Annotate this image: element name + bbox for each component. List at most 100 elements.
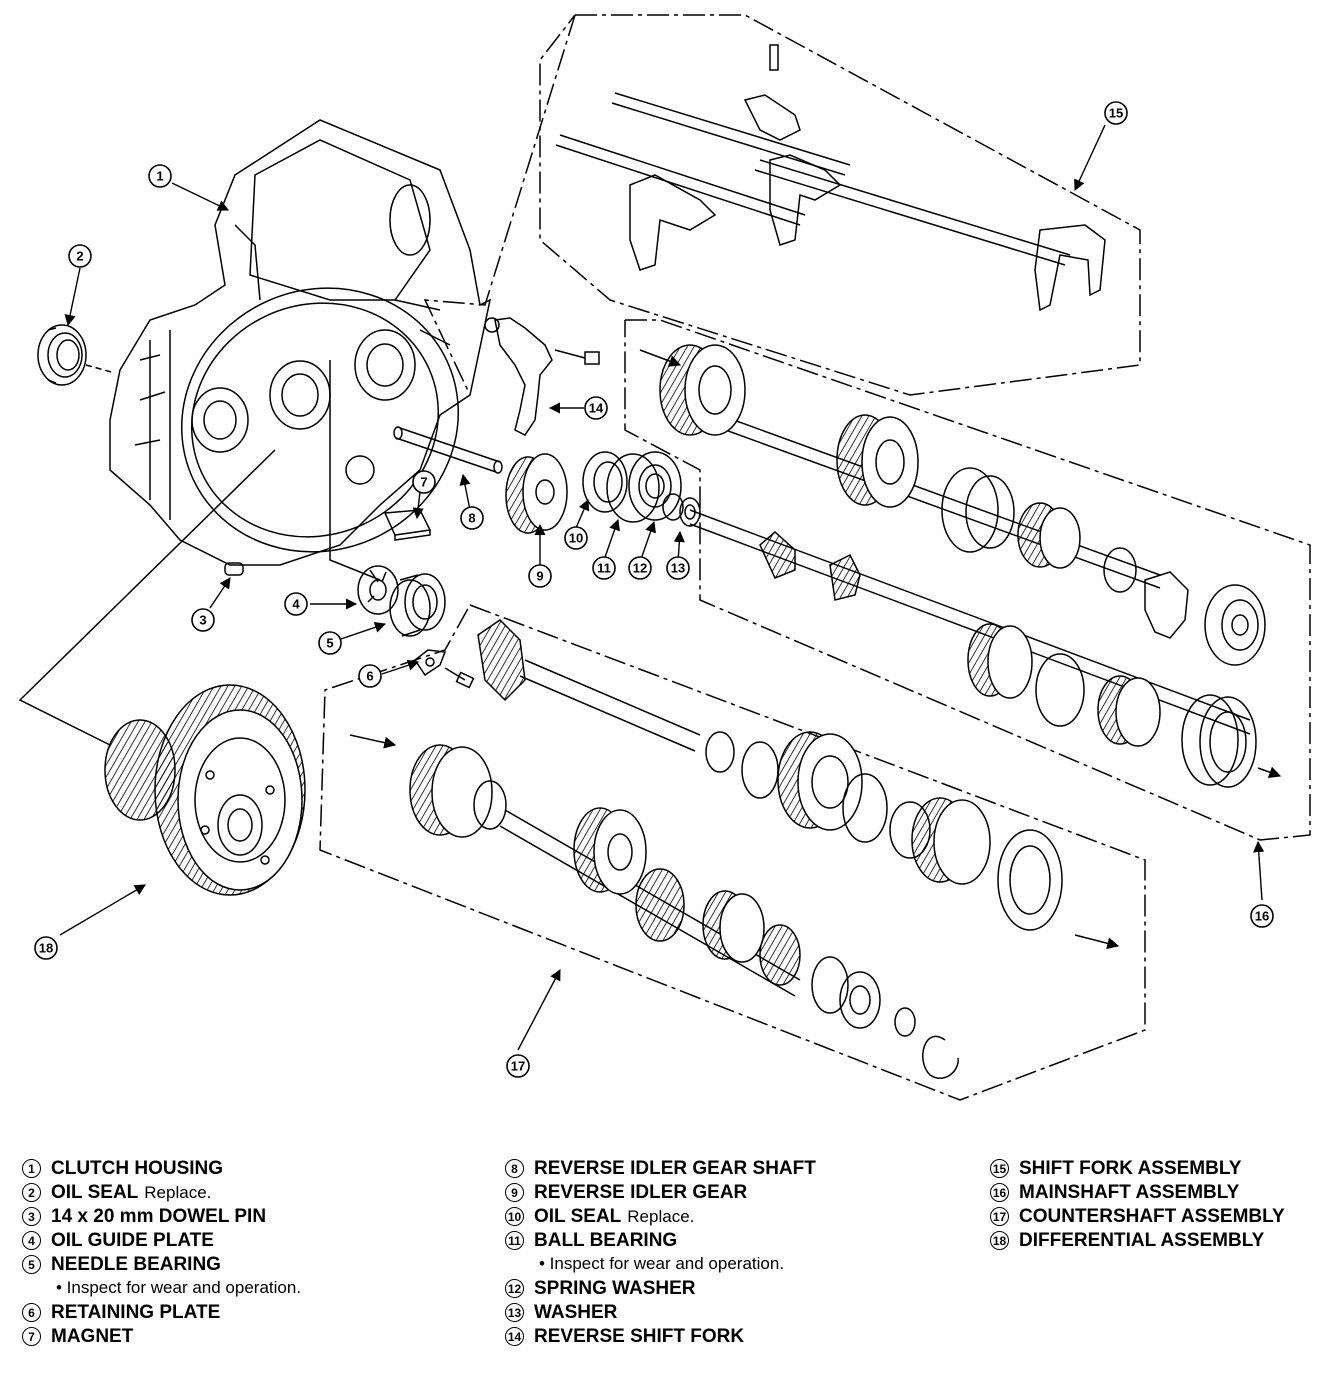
- legend-label: RETAINING PLATE: [51, 1302, 221, 1323]
- callout-number: 8: [468, 511, 475, 526]
- legend-item-6: 6 RETAINING PLATE: [22, 1302, 301, 1326]
- callout-number: 10: [569, 531, 583, 546]
- callout-number: 9: [536, 569, 543, 584]
- legend-label: OIL SEAL: [534, 1206, 622, 1227]
- legend-number: 3: [22, 1207, 41, 1226]
- ball-bearing: [606, 451, 682, 523]
- clutch-housing: [109, 119, 492, 566]
- callout-number: 16: [1255, 909, 1269, 924]
- legend-number: 10: [505, 1207, 524, 1226]
- legend-note: Replace.: [627, 1207, 695, 1226]
- callout-bubble-3: 3: [191, 608, 215, 632]
- legend-number: 13: [505, 1303, 524, 1322]
- legend-number: 14: [505, 1327, 524, 1346]
- legend-label: BALL BEARING: [534, 1230, 678, 1251]
- magnet: [383, 509, 432, 541]
- legend-item-11: 11 BALL BEARING: [505, 1230, 816, 1254]
- callout-bubble-9: 9: [528, 564, 552, 588]
- legend-label: SPRING WASHER: [534, 1278, 696, 1299]
- oil-guide-plate: [357, 565, 399, 615]
- callout-bubble-15: 15: [1104, 101, 1128, 125]
- legend-number: 8: [505, 1159, 524, 1178]
- callout-bubble-7: 7: [412, 470, 436, 494]
- callout-number: 13: [671, 561, 685, 576]
- legend-item-14: 14 REVERSE SHIFT FORK: [505, 1326, 816, 1350]
- legend-label: COUNTERSHAFT ASSEMBLY: [1019, 1206, 1285, 1227]
- legend-item-15: 15 SHIFT FORK ASSEMBLY: [990, 1158, 1285, 1182]
- legend-item-1: 1 CLUTCH HOUSING: [22, 1158, 301, 1182]
- legend-number: 16: [990, 1183, 1009, 1202]
- callout-number: 14: [589, 401, 604, 416]
- callout-bubble-18: 18: [34, 936, 58, 960]
- legend-number: 17: [990, 1207, 1009, 1226]
- legend-item-10: 10 OIL SEAL Replace.: [505, 1206, 816, 1230]
- differential-assembly: [104, 684, 306, 896]
- legend-number: 4: [22, 1231, 41, 1250]
- callout-bubble-4: 4: [284, 592, 308, 616]
- callout-number: 17: [511, 1059, 525, 1074]
- callout-bubble-8: 8: [460, 506, 484, 530]
- legend-label: MAGNET: [51, 1326, 134, 1347]
- legend-number: 15: [990, 1159, 1009, 1178]
- legend-note: Replace.: [144, 1183, 212, 1202]
- legend-label: CLUTCH HOUSING: [51, 1158, 224, 1179]
- callout-number: 1: [156, 169, 163, 184]
- callout-number: 11: [597, 561, 611, 576]
- callout-number: 15: [1109, 106, 1123, 121]
- callout-bubble-2: 2: [68, 244, 92, 268]
- legend-number: 2: [22, 1183, 41, 1202]
- callout-number: 7: [420, 475, 427, 490]
- legend-number: 7: [22, 1327, 41, 1346]
- legend-item-2: 2 OIL SEAL Replace.: [22, 1182, 301, 1206]
- legend-label: SHIFT FORK ASSEMBLY: [1019, 1158, 1242, 1179]
- countershaft-enclosure: [319, 604, 1146, 1101]
- legend-label: NEEDLE BEARING: [51, 1254, 221, 1275]
- callout-bubble-11: 11: [592, 556, 616, 580]
- callout-bubble-1: 1: [148, 164, 172, 188]
- legend-label: OIL GUIDE PLATE: [51, 1230, 214, 1251]
- legend-label: OIL SEAL: [51, 1182, 139, 1203]
- legend-item-7: 7 MAGNET: [22, 1326, 301, 1350]
- legend-item-5: 5 NEEDLE BEARING: [22, 1254, 301, 1278]
- callout-bubble-14: 14: [584, 396, 608, 420]
- legend-item-18: 18 DIFFERENTIAL ASSEMBLY: [990, 1230, 1285, 1254]
- callout-bubble-6: 6: [358, 664, 382, 688]
- legend-item-17: 17 COUNTERSHAFT ASSEMBLY: [990, 1206, 1285, 1230]
- callout-number: 3: [199, 613, 206, 628]
- legend-label: 14 x 20 mm DOWEL PIN: [51, 1206, 267, 1227]
- legend-item-3: 3 14 x 20 mm DOWEL PIN: [22, 1206, 301, 1230]
- legend-subnote: • Inspect for wear and operation.: [539, 1254, 785, 1273]
- mainshaft-assembly: [639, 344, 1282, 788]
- shift-fork-enclosure: [539, 14, 1141, 396]
- legend-number: 1: [22, 1159, 41, 1178]
- legend-number: 11: [505, 1231, 524, 1250]
- callout-number: 6: [366, 669, 373, 684]
- legend-label: REVERSE SHIFT FORK: [534, 1326, 745, 1347]
- legend-number: 6: [22, 1303, 41, 1322]
- countershaft-assembly: [349, 619, 1120, 1079]
- differential-guide-line: [18, 360, 381, 746]
- legend-label: DIFFERENTIAL ASSEMBLY: [1019, 1230, 1265, 1251]
- callout-number: 12: [633, 561, 647, 576]
- legend-number: 5: [22, 1255, 41, 1274]
- callout-number: 4: [292, 597, 300, 612]
- reverse-shift-fork: [484, 317, 600, 436]
- mainshaft-enclosure: [624, 319, 1311, 841]
- legend-subnote: • Inspect for wear and operation.: [56, 1278, 302, 1297]
- callout-bubble-13: 13: [666, 556, 690, 580]
- callout-number: 18: [39, 941, 53, 956]
- legend-label: WASHER: [534, 1302, 618, 1323]
- legend-item-4: 4 OIL GUIDE PLATE: [22, 1230, 301, 1254]
- callout-bubble-12: 12: [628, 556, 652, 580]
- shift-fork-assembly: [555, 44, 1106, 312]
- legend-column-1: 1 CLUTCH HOUSING 2 OIL SEAL Replace. 3 14 x 20…: [22, 1158, 301, 1350]
- oil-seal-right: [582, 451, 628, 513]
- dowel-pin: [224, 562, 244, 576]
- legend-number: 18: [990, 1231, 1009, 1250]
